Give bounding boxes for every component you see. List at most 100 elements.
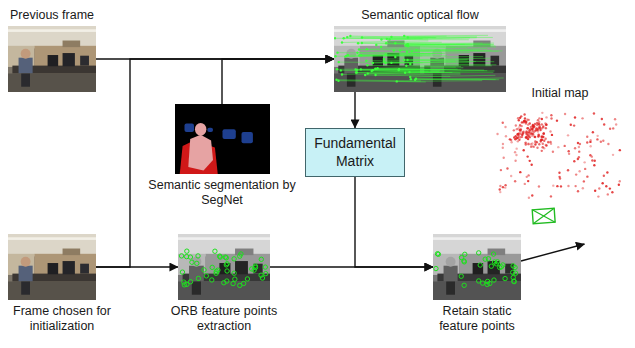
node-label: Previous frame <box>4 8 100 23</box>
map-shape <box>552 184 554 186</box>
map-shape <box>518 139 520 141</box>
seg-shape <box>184 124 194 132</box>
map-shape <box>515 124 517 126</box>
map-shape <box>515 154 517 156</box>
flow-shape <box>360 54 362 56</box>
map-shape <box>582 187 584 189</box>
map-shape <box>540 136 542 138</box>
node-label: Retain static feature points <box>422 304 532 334</box>
map-shape <box>523 149 525 151</box>
map-shape <box>609 128 611 130</box>
color-shape <box>8 26 96 92</box>
node-label: Fundamental Matrix <box>314 135 396 170</box>
retain-shape <box>446 257 456 267</box>
map-shape <box>574 147 576 149</box>
orb-shape <box>225 269 229 273</box>
flow-shape <box>420 29 506 32</box>
map-shape <box>532 124 534 126</box>
flow-shape <box>378 66 461 68</box>
map-shape <box>526 176 528 178</box>
flow-shape <box>407 36 409 38</box>
color-picture <box>8 26 96 92</box>
orb-shape <box>235 249 253 256</box>
orb-shape <box>235 261 248 274</box>
map-shape <box>619 149 621 151</box>
color-shape <box>8 234 96 256</box>
retain-shape <box>503 276 507 280</box>
retain-shape <box>478 263 482 267</box>
map-shape <box>510 141 512 143</box>
map-shape <box>560 185 562 187</box>
node-label: ORB feature points extraction <box>162 304 286 334</box>
map-shape <box>607 193 609 195</box>
orb-shape <box>196 276 200 280</box>
map-shape <box>558 172 560 174</box>
map-shape <box>547 141 549 143</box>
flow-shape <box>349 35 351 37</box>
orb-shape <box>182 280 186 284</box>
map-shape <box>532 133 534 135</box>
map-shape <box>583 180 585 182</box>
map-shape <box>536 141 538 143</box>
map-shape <box>575 173 577 175</box>
color-shape <box>21 282 30 295</box>
image-node: Retain static feature points <box>422 234 532 334</box>
arrow-connector <box>222 59 334 104</box>
map-shape <box>502 143 504 145</box>
flow-shape <box>409 63 411 65</box>
map-shape <box>550 117 552 119</box>
map-shape <box>603 174 605 176</box>
flow-shape <box>346 49 356 59</box>
flow-shape <box>386 53 470 55</box>
flow-shape <box>334 74 420 92</box>
retain-shape <box>488 261 500 274</box>
map-shape <box>517 133 519 135</box>
map-shape <box>536 128 538 130</box>
map-shape <box>519 171 521 173</box>
flow-shape <box>433 74 442 87</box>
map-shape <box>527 180 529 182</box>
map-shape <box>601 118 603 120</box>
map-shape <box>516 128 518 130</box>
flow-shape <box>366 48 368 50</box>
map-shape <box>539 129 541 131</box>
orb-shape <box>210 265 214 269</box>
map-shape <box>556 185 558 187</box>
map-shape <box>591 155 593 157</box>
orb-shape <box>264 271 268 275</box>
map-shape <box>531 128 533 130</box>
flow-shape <box>367 48 455 49</box>
arrow-connector <box>270 266 433 267</box>
map-shape <box>552 151 554 153</box>
orb-shape <box>178 234 270 256</box>
orb-shape <box>178 234 270 300</box>
map-shape <box>528 129 530 131</box>
map-shape <box>544 144 546 146</box>
orb-shape <box>180 270 184 274</box>
map-shape <box>543 132 545 134</box>
map-shape <box>605 185 607 187</box>
map-shape <box>514 138 516 140</box>
node-label: Semantic segmentation by SegNet <box>144 178 300 208</box>
seg-shape <box>207 128 213 132</box>
map-shape <box>530 143 532 145</box>
color-shape <box>19 58 33 74</box>
color-shape <box>48 263 59 274</box>
map-shape <box>574 116 576 118</box>
flow-shape <box>491 56 500 66</box>
map-shape <box>545 123 547 125</box>
map-shape <box>541 135 543 137</box>
retain-shape <box>489 264 493 268</box>
flow-shape <box>372 62 374 64</box>
map-shape <box>574 185 576 187</box>
flow-shape <box>356 52 358 54</box>
map-shape <box>591 159 593 161</box>
flow-shape <box>360 68 362 70</box>
flow-shape <box>344 58 358 74</box>
map-shape <box>519 129 521 131</box>
map-shape <box>520 125 522 127</box>
color-shape <box>8 282 96 300</box>
map-shape <box>527 127 529 129</box>
node-label: Initial map <box>490 86 630 101</box>
